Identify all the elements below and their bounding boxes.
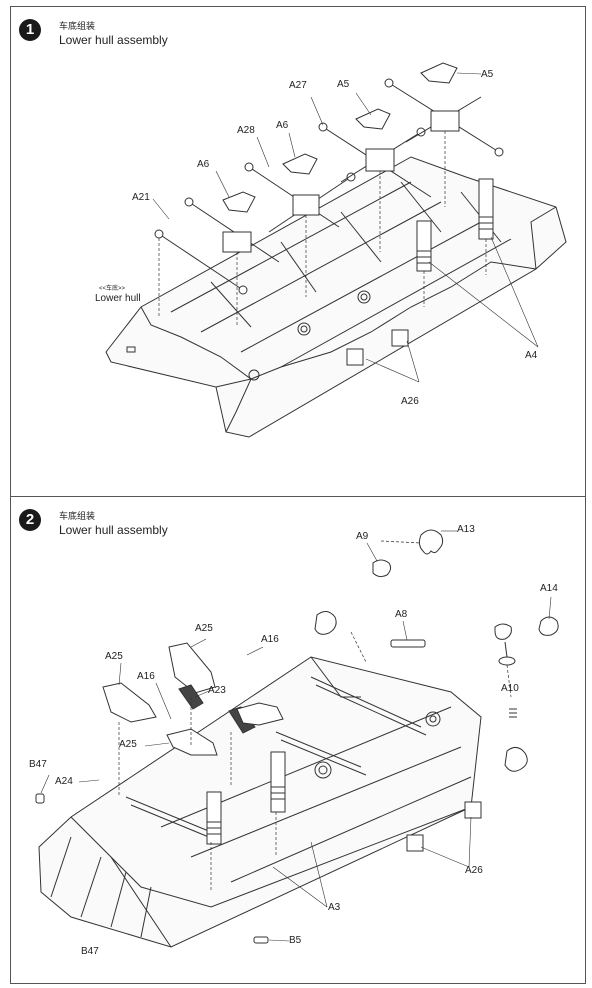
shock-absorber-a4-right [478,178,494,240]
callout-a26: A26 [465,865,483,876]
callout-a24: A24 [55,776,73,787]
torsion-cross-a5 [384,78,504,157]
callout-a5-top: A5 [481,69,494,80]
part-b5 [253,936,269,944]
callout-a4: A4 [525,350,538,361]
callout-a28: A28 [237,125,255,136]
callout-b47-upper: B47 [29,759,47,770]
callout-a16-right: A16 [261,634,279,645]
shock-absorber-right [270,751,286,813]
callout-a23: A23 [208,685,226,696]
callout-a25-mid: A25 [119,739,137,750]
callout-a10: A10 [501,683,519,694]
callout-a8: A8 [395,609,408,620]
torsion-cross-a28 [244,162,356,233]
suspension-arm-a25-right [236,702,284,726]
step-1-panel: 1 车底组装 Lower hull assembly [10,6,586,497]
part-a9 [372,559,392,578]
callout-a13: A13 [457,524,475,535]
callout-b5: B5 [289,935,302,946]
part-a5-top [420,62,458,84]
step-title-chinese: 车底组装 [59,511,96,521]
step-number-badge: 1 [19,19,41,41]
suspension-arm-a25-top [168,642,216,694]
shock-absorber-a4-left [416,220,432,272]
callout-b47-lower: B47 [81,946,99,957]
torsion-bars [125,676,427,841]
callout-a5-mid: A5 [337,79,350,90]
part-a6-upper [282,153,318,175]
step-title-chinese: 车底组装 [59,21,96,31]
step-number-badge: 2 [19,509,41,531]
callout-a3: A3 [328,902,341,913]
assembly-guide-lines [158,131,487,327]
callout-a6-lower: A6 [197,159,210,170]
callout-a26: A26 [401,396,419,407]
part-hub-top [314,611,337,635]
step-2-panel: 2 车底组装 Lower hull assembly [10,496,586,984]
lower-hull-diagram-step-1 [105,62,567,438]
step-title-english: Lower hull assembly [59,523,168,537]
callout-a21: A21 [132,192,150,203]
part-a14 [494,616,559,666]
callout-a16-left: A16 [137,671,155,682]
lower-hull-label-chinese: <<车底>> [99,286,126,292]
part-a8 [390,639,426,648]
callout-a27: A27 [289,80,307,91]
lower-hull-diagram-step-2 [35,529,559,948]
callout-a6-upper: A6 [276,120,289,131]
part-a13 [418,529,444,555]
shock-absorber-left [206,791,222,845]
step-title-english: Lower hull assembly [59,33,168,47]
callout-a9: A9 [356,531,369,542]
lower-hull-label-english: Lower hull [95,293,141,304]
lower-hull-drawing [105,156,567,438]
callout-leader-lines [152,72,539,383]
callout-a25-top: A25 [195,623,213,634]
callout-leader-lines [40,530,552,942]
suspension-arm-a25-left [102,682,157,723]
part-b47-upper [35,793,45,804]
part-a6-lower [222,191,256,213]
lower-hull-drawing [38,656,482,948]
torsion-cross-a27 [318,122,432,198]
assembly-guide-lines [118,540,512,892]
part-a5-mid [355,108,391,130]
callout-a14: A14 [540,583,558,594]
callout-a25-left: A25 [105,651,123,662]
part-a10 [504,708,528,772]
